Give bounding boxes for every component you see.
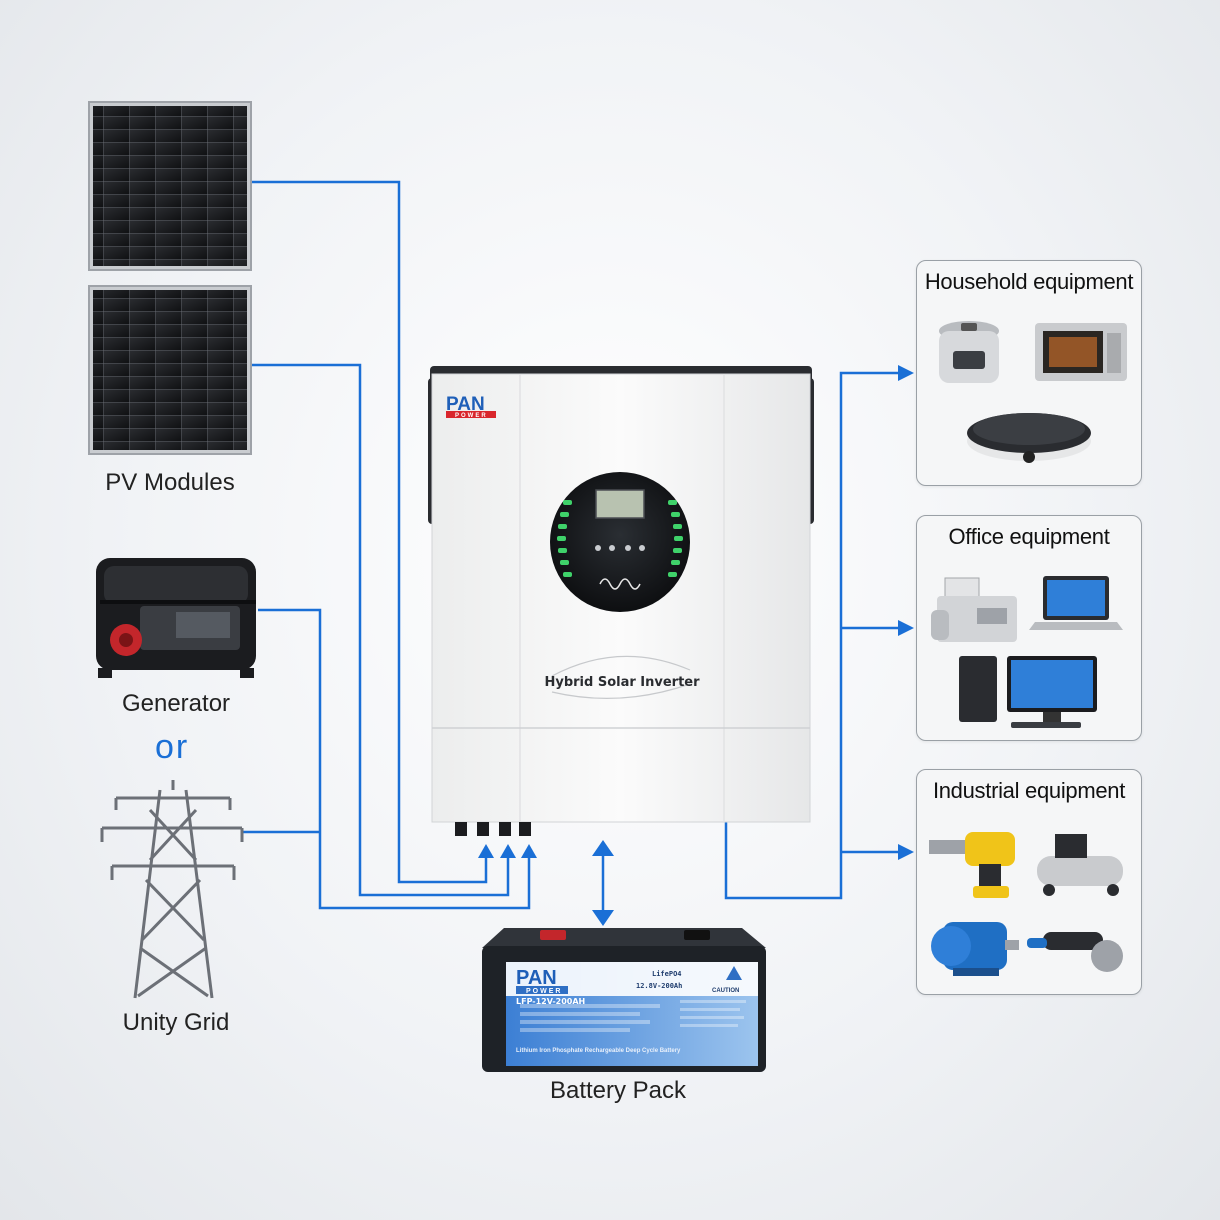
wire-pv-2: [250, 363, 510, 897]
arrow-up-icon: [500, 844, 516, 858]
unity-grid-label: Unity Grid: [122, 1009, 230, 1036]
or-label: or: [155, 728, 190, 766]
induction-cooker-icon: [967, 413, 1091, 463]
arrow-heads: [478, 365, 914, 926]
air-compressor-icon: [1037, 834, 1123, 896]
office-equipment-panel: Office equipment: [916, 515, 1142, 741]
battery-caution: CAUTION: [712, 988, 739, 994]
status-led-ring: [557, 500, 683, 577]
transmission-tower-icon: [100, 780, 244, 999]
industrial-equipment-panel: Industrial equipment: [916, 769, 1142, 995]
office-icons: [931, 576, 1123, 728]
inverter-brand-sub: POWER: [455, 413, 488, 419]
arrow-right-icon: [898, 365, 914, 381]
battery-pack-label: Battery Pack: [549, 1077, 687, 1104]
household-icons: [939, 321, 1127, 463]
pv-panel-2: [88, 285, 252, 455]
arrow-up-icon: [592, 840, 614, 856]
wire-pv-1: [250, 180, 488, 884]
inverter-product-name: Hybrid Solar Inverter: [544, 675, 700, 690]
wire-generator: [258, 608, 531, 910]
arrow-down-icon: [592, 910, 614, 926]
sine-wave-icon: [599, 578, 641, 590]
control-buttons: [595, 545, 645, 551]
pv-modules-label: PV Modules: [105, 469, 235, 496]
arrow-up-icon: [478, 844, 494, 858]
laptop-icon: [1029, 576, 1123, 630]
industrial-equipment-title: Industrial equipment: [932, 778, 1126, 803]
pv-panel-1: [88, 101, 252, 271]
battery-pack: [482, 928, 766, 1072]
battery-footer: Lithium Iron Phosphate Rechargeable Deep…: [516, 1048, 681, 1054]
angle-grinder-icon: [1027, 932, 1123, 972]
industrial-icons: [929, 832, 1123, 976]
rice-cooker-icon: [939, 321, 999, 383]
household-equipment-title: Household equipment: [924, 269, 1134, 294]
wiring: [242, 180, 902, 912]
arrow-up-icon: [521, 844, 537, 858]
arrow-right-icon: [898, 844, 914, 860]
microwave-icon: [1035, 323, 1127, 381]
battery-chemistry: LifePO4: [652, 970, 682, 978]
control-dial: [550, 472, 690, 612]
dc-terminals: [455, 822, 531, 836]
battery-model: LFP-12V-200AH: [516, 997, 585, 1006]
arrow-right-icon: [898, 620, 914, 636]
inverter-brand: PAN: [446, 394, 485, 415]
fax-machine-icon: [931, 577, 1017, 642]
battery-spec: 12.8V-200Ah: [636, 982, 682, 990]
lcd-screen: [595, 489, 645, 519]
office-equipment-title: Office equipment: [948, 524, 1110, 549]
hybrid-inverter: [428, 366, 814, 836]
desktop-computer-icon: [959, 656, 1097, 728]
power-drill-icon: [929, 832, 1015, 898]
generator-icon: [96, 558, 256, 678]
household-equipment-panel: Household equipment: [916, 260, 1142, 486]
generator-label: Generator: [121, 690, 231, 717]
battery-brand-sub: POWER: [526, 988, 562, 995]
wire-output: [724, 371, 902, 900]
electric-motor-icon: [931, 922, 1019, 976]
battery-brand: PAN: [516, 967, 557, 989]
